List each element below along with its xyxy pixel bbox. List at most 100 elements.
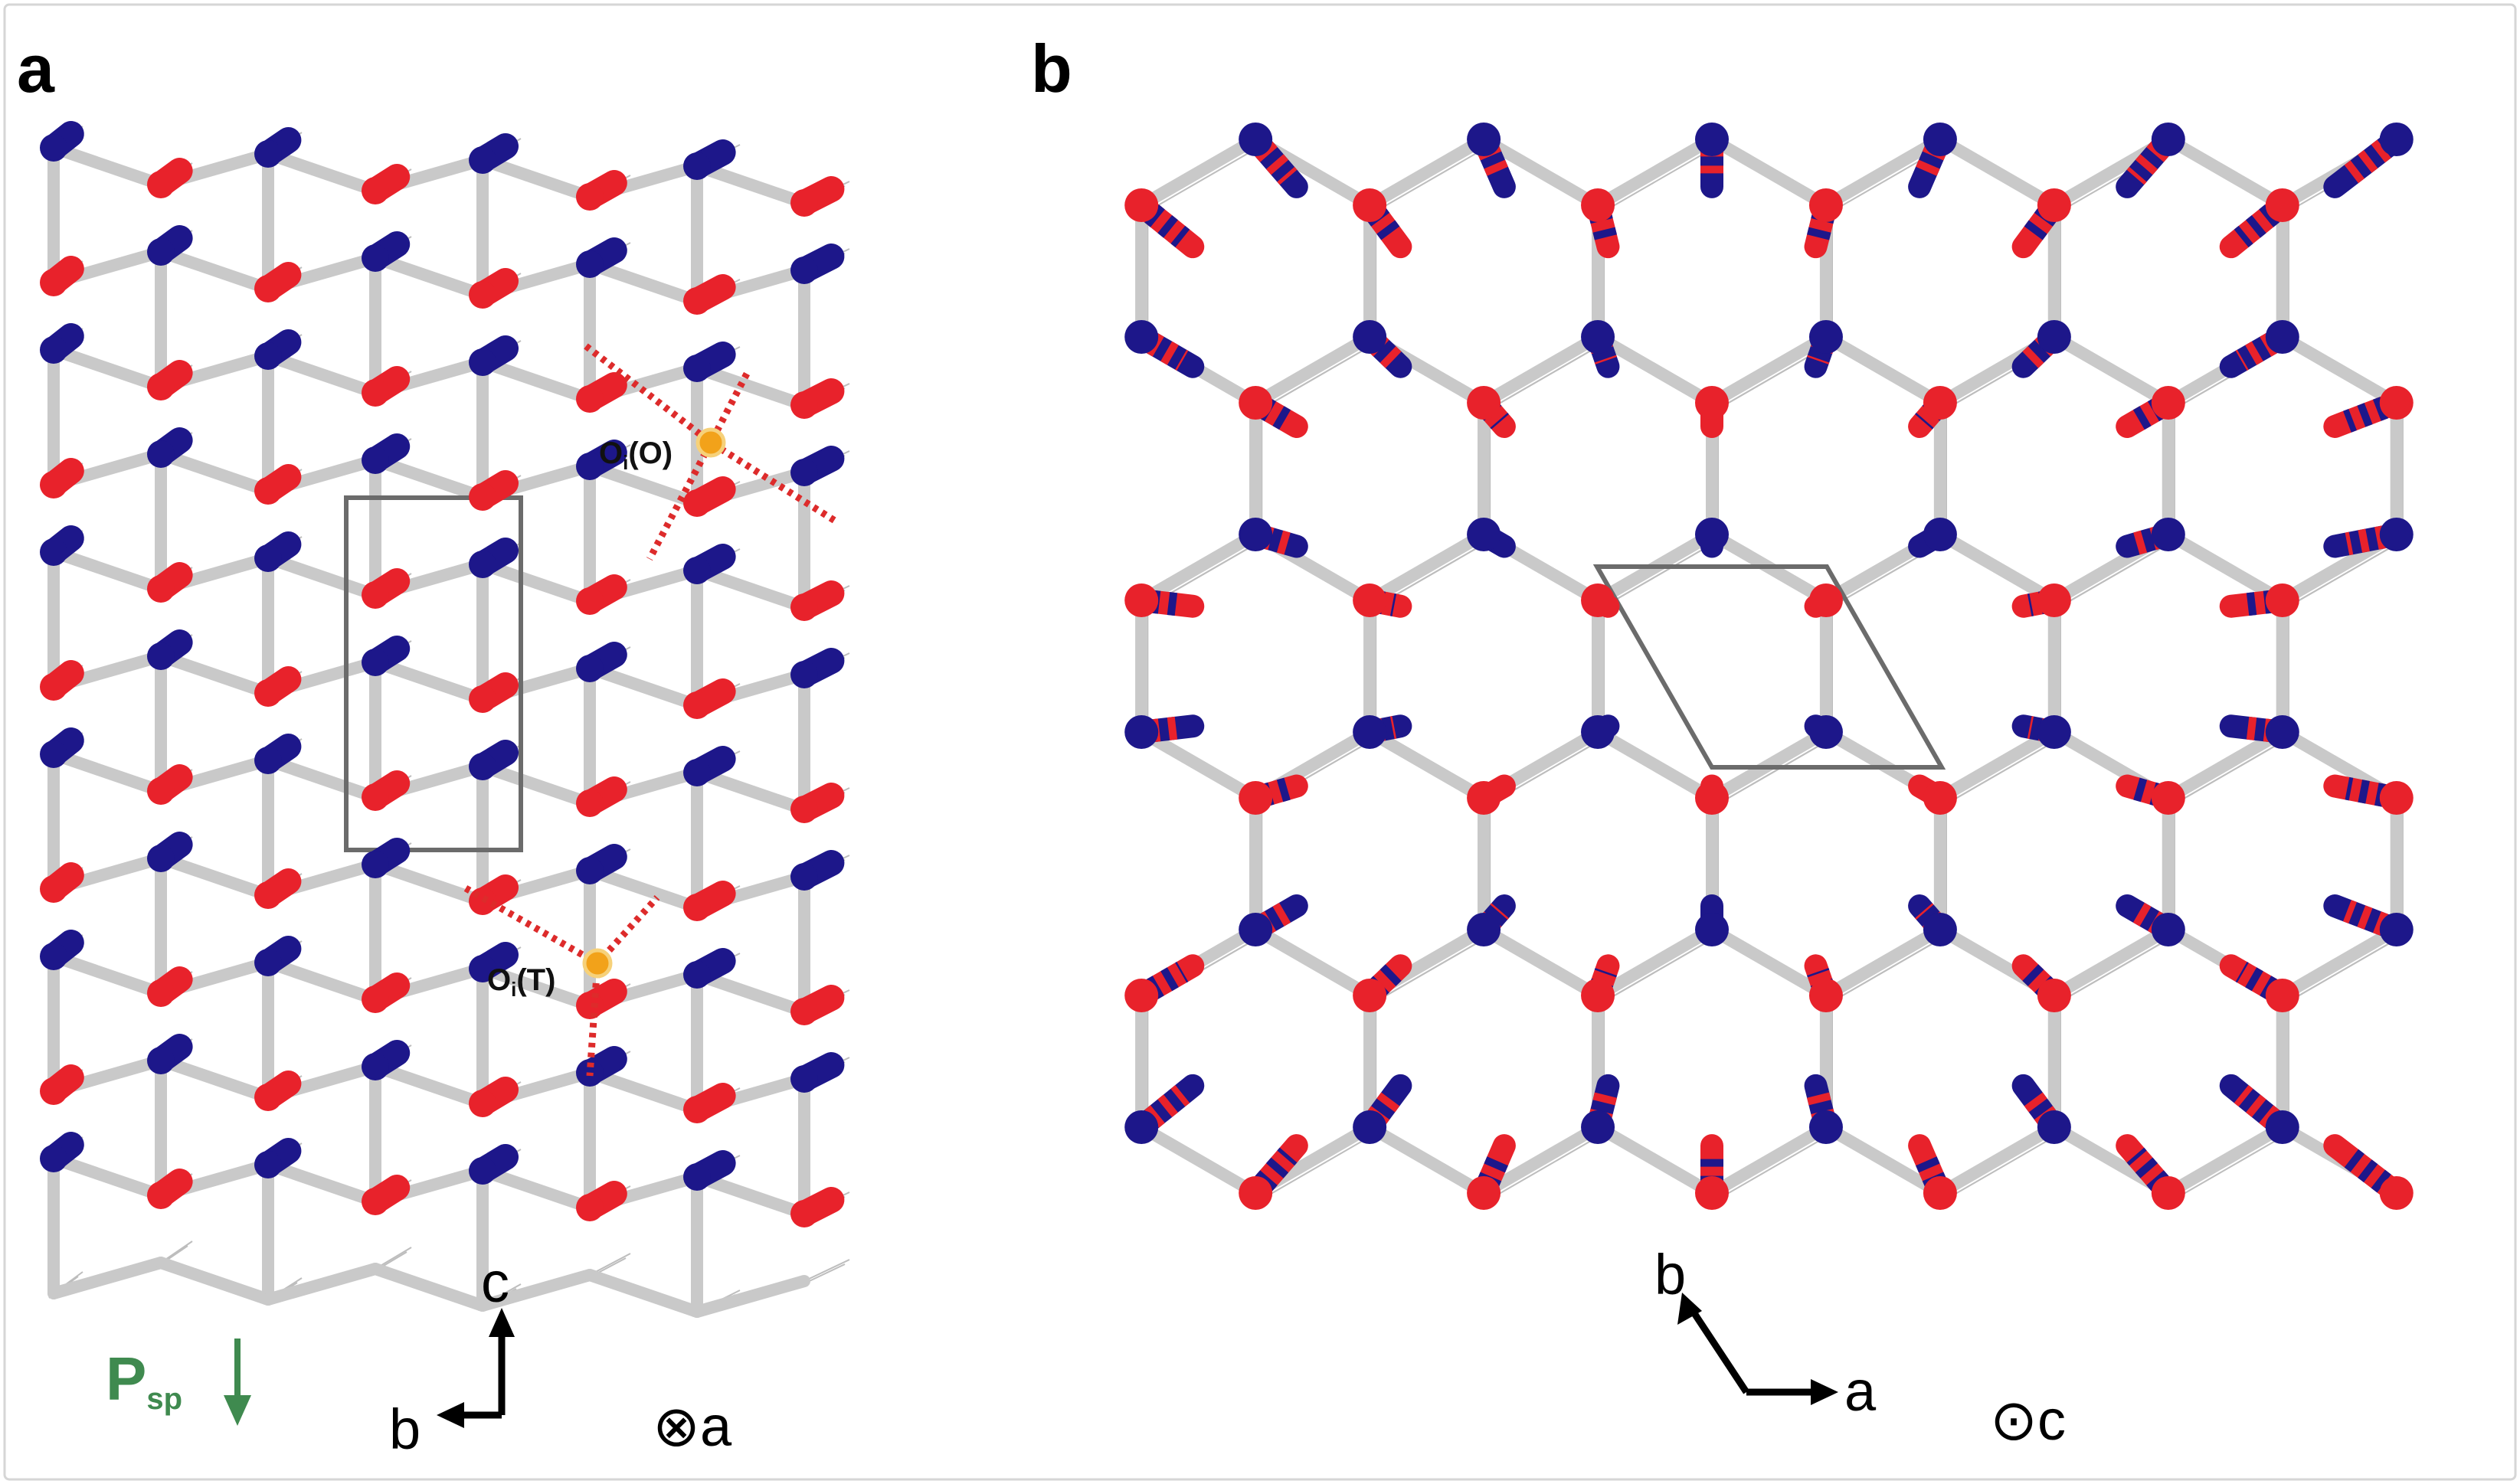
bond [476, 1269, 596, 1312]
interstitial-site-tetrahedral [463, 885, 660, 1077]
oxygen-atom [576, 453, 604, 480]
panel-a-axes-indicator: c b ⊗a [389, 1250, 732, 1461]
axis-label-b: b [389, 1397, 421, 1461]
bond [2047, 331, 2175, 409]
axis-left-arrow-icon [437, 1402, 464, 1428]
oxygen-atom [469, 146, 496, 174]
bond [262, 552, 381, 601]
bond [262, 1263, 381, 1306]
hydrogen-atom [147, 575, 175, 603]
atom-column-stripe [2126, 141, 2169, 185]
oxygen-atom [2265, 715, 2299, 749]
hydrogen-atom [1808, 979, 1843, 1012]
hydrogen-atom [147, 1182, 175, 1209]
oxygen-atom [40, 336, 67, 364]
bond [262, 956, 381, 1005]
axis-label-b-top: b [1654, 1243, 1686, 1306]
site-label-oi-tetrahedral: Oi(T) [487, 963, 555, 1001]
hydrogen-atom [1467, 386, 1501, 420]
bond [47, 748, 167, 797]
oxygen-atom [362, 446, 389, 474]
bond [47, 950, 167, 999]
axis-a-arrow-icon [1811, 1379, 1838, 1405]
oxygen-atom [1923, 518, 1957, 551]
hydrogen-atom [254, 275, 282, 302]
bond [1478, 331, 1605, 409]
view-axis-into-page: ⊗a [653, 1394, 732, 1458]
bond [1592, 726, 1718, 804]
bond [476, 963, 596, 1012]
svg-text:Psp: Psp [106, 1345, 182, 1416]
oxygen-atom [362, 244, 389, 272]
hydrogen-atom [362, 379, 389, 407]
oxygen-atom [1353, 320, 1387, 354]
oxygen-atom [1239, 123, 1273, 156]
oxygen-atom [469, 955, 496, 982]
bond [691, 160, 810, 209]
bond [1249, 331, 1376, 409]
hydrogen-atom [2037, 188, 2071, 222]
hydrogen-atom [1808, 583, 1843, 617]
hydrogen-atom [790, 998, 818, 1025]
bond [47, 1152, 167, 1201]
oxygen-atom [1923, 913, 1957, 946]
atom-column-stripe [2345, 525, 2387, 556]
oxygen-atom [1467, 123, 1501, 156]
bond [2162, 726, 2289, 804]
bond [262, 148, 381, 197]
hydrogen-atom [1239, 781, 1273, 815]
oxygen-atom [2265, 320, 2299, 354]
oxygen-atom [683, 961, 711, 989]
oxygen-atom [2037, 1110, 2071, 1144]
hydrogen-atom [2151, 1176, 2185, 1210]
oxygen-atom [362, 851, 389, 878]
atom-column-stripe [1144, 1084, 1190, 1128]
oxygen-atom [1808, 715, 1843, 749]
oxygen-atom [2151, 518, 2185, 551]
oxygen-atom [40, 943, 67, 970]
hydrogen-atom [1124, 583, 1159, 617]
hydrogen-atom [40, 471, 67, 498]
bond [369, 1263, 489, 1312]
oxygen-atom [790, 661, 818, 688]
bond [1135, 133, 1262, 211]
panel-b-atoms [1124, 123, 2414, 1210]
hydrogen-atom [2379, 386, 2414, 420]
bond [691, 969, 810, 1018]
oxygen-atom [147, 440, 175, 468]
hydrogen-atom [1923, 781, 1957, 815]
hydrogen-atom [790, 593, 818, 621]
oxygen-atom [40, 1145, 67, 1172]
oxygen-atom [254, 747, 282, 774]
bond [369, 656, 489, 705]
oxygen-atom [576, 857, 604, 884]
bond [691, 1275, 810, 1318]
panel-a-unit-cell [344, 495, 523, 852]
atom-column-stripe [2345, 776, 2387, 807]
oxygen-atom [2151, 913, 2185, 946]
bond [1706, 1121, 1832, 1199]
oxygen-atom [2379, 123, 2414, 156]
hydrogen-atom [362, 177, 389, 204]
oxygen-atom [683, 1163, 711, 1191]
bond [1478, 923, 1605, 1002]
oxygen-atom [790, 863, 818, 891]
bond [1592, 923, 1718, 1002]
axis-label-a: a [1844, 1359, 1877, 1423]
bond [1363, 133, 1491, 211]
hydrogen-atom [2265, 583, 2299, 617]
bond [1363, 528, 1491, 606]
bond [2162, 1121, 2289, 1199]
hydrogen-atom [40, 875, 67, 903]
bond [691, 362, 810, 411]
hydrogen-atom [254, 881, 282, 909]
bond [47, 1257, 167, 1299]
hydrogen-atom [1923, 1176, 1957, 1210]
hydrogen-atom [576, 385, 604, 413]
oxygen-atom [147, 1047, 175, 1074]
bond [584, 258, 703, 307]
atom-column-stripe [1146, 332, 1189, 371]
hydrogen-atom [1467, 781, 1501, 815]
hydrogen-atom [469, 483, 496, 511]
hydrogen-atom [254, 1084, 282, 1111]
